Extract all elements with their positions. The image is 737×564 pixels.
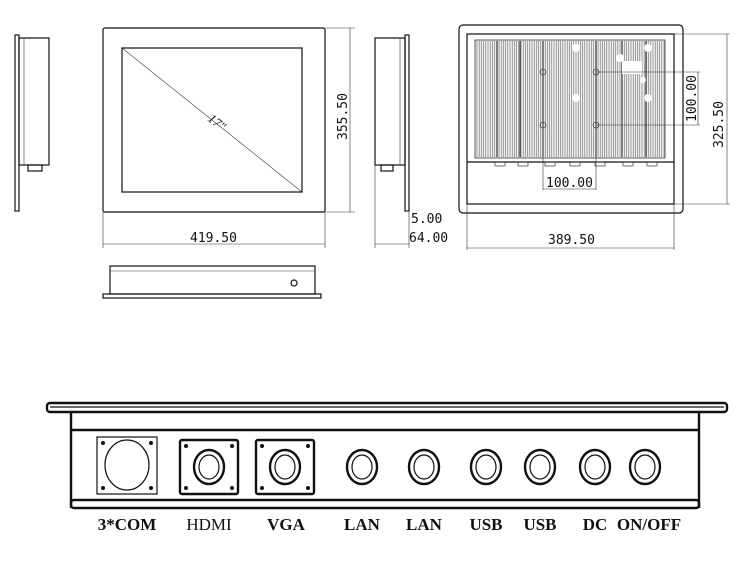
bezel-depth-dimension: 5.00 [411, 212, 442, 227]
port-label-lan-1: LAN [344, 515, 381, 534]
lan-port [407, 448, 441, 486]
port-label-hdmi: HDMI [186, 515, 232, 534]
port-label-vga: VGA [267, 515, 306, 534]
io-panel-view: 3*COM HDMI VGA LAN LAN USB USB DC ON/OFF [45, 401, 729, 534]
vesa-horizontal-dimension: 100.00 [546, 176, 593, 191]
com-port [96, 436, 158, 495]
port-label-lan-2: LAN [406, 515, 443, 534]
vga-port [254, 438, 316, 496]
back-connectors [494, 161, 658, 167]
front-view: 17" 355.50 419.50 [102, 27, 355, 248]
port-label-usb-2: USB [523, 515, 556, 534]
usb-port [469, 448, 503, 486]
back-height-dimension: 325.50 [712, 101, 727, 148]
front-width-dimension: 419.50 [190, 231, 237, 246]
front-height-dimension: 355.50 [336, 93, 351, 140]
total-depth-dimension: 64.00 [409, 231, 448, 246]
port-label-power: ON/OFF [617, 515, 681, 534]
back-view: 100.00 100.00 325.50 389.50 [458, 24, 730, 250]
dc-port [578, 448, 612, 486]
back-width-dimension: 389.50 [548, 233, 595, 248]
bottom-view-small [102, 265, 322, 299]
power-button [628, 448, 662, 486]
usb-port [523, 448, 557, 486]
side-view-left [14, 34, 50, 212]
vesa-vertical-dimension: 100.00 [685, 75, 700, 122]
heatsink-fins [476, 41, 665, 157]
side-view-right: 5.00 64.00 [374, 34, 448, 248]
hdmi-port [178, 438, 240, 496]
port-label-dc: DC [583, 515, 608, 534]
port-label-com: 3*COM [98, 515, 157, 534]
lan-port [345, 448, 379, 486]
port-label-usb-1: USB [469, 515, 502, 534]
screen-size-label: 17" [205, 111, 229, 135]
